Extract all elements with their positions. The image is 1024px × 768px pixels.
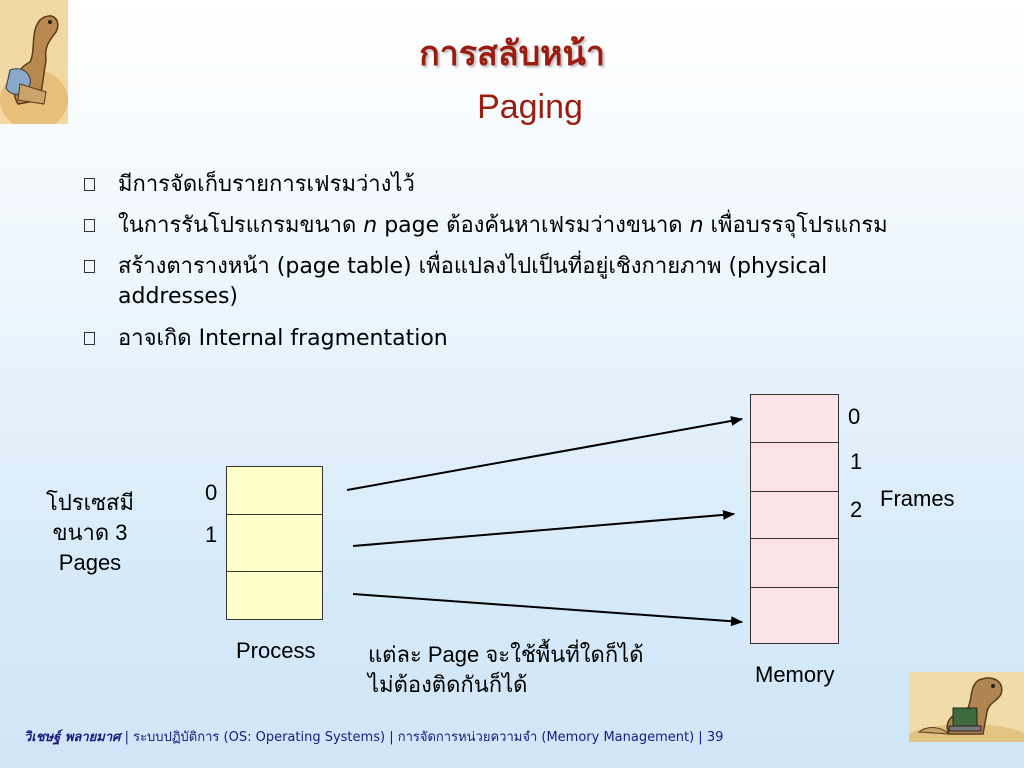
bullet-item: อาจเกิด Internal fragmentation bbox=[84, 324, 944, 354]
mapping-note: แต่ละ Page จะใช้พื้นที่ใดก็ได้ ไม่ต้องติ… bbox=[368, 640, 644, 700]
process-description: โปรเซสมี ขนาด 3 Pages bbox=[30, 488, 150, 578]
variable-n: n bbox=[689, 213, 704, 238]
square-bullet-icon bbox=[84, 170, 118, 200]
memory-frame-1 bbox=[750, 442, 839, 492]
frame-index: 0 bbox=[848, 404, 861, 429]
memory-frame-4 bbox=[750, 587, 839, 644]
process-description-line: ขนาด 3 bbox=[52, 520, 128, 545]
bullet-text-part: ในการรันโปรแกรมขนาด bbox=[118, 213, 364, 238]
memory-frame-0 bbox=[750, 394, 839, 443]
bullet-text: อาจเกิด Internal fragmentation bbox=[118, 326, 448, 351]
footer-separator: | bbox=[389, 730, 394, 745]
process-description-line: โปรเซสมี bbox=[46, 490, 134, 515]
memory-label: Memory bbox=[755, 662, 835, 687]
bullet-item: มีการจัดเก็บรายการเฟรมว่างไว้ bbox=[84, 170, 944, 200]
process-page-index: 1 bbox=[205, 522, 218, 547]
process-page-2 bbox=[226, 571, 323, 620]
memory-frame-3 bbox=[750, 538, 839, 588]
slide-title-thai: การสลับหน้า bbox=[419, 34, 605, 74]
arrow-page0-to-frame0 bbox=[346, 416, 743, 491]
arrow-page1-to-frame2 bbox=[352, 509, 735, 547]
process-description-line: Pages bbox=[58, 550, 122, 575]
mapping-note-line: แต่ละ Page จะใช้พื้นที่ใดก็ได้ bbox=[368, 642, 644, 667]
bullet-text-line: addresses) bbox=[118, 284, 239, 309]
bullet-text-part: page ต้องค้นหาเฟรมว่างขนาด bbox=[377, 213, 690, 238]
slide-title-english: Paging bbox=[477, 88, 583, 126]
bullet-text: มีการจัดเก็บรายการเฟรมว่างไว้ bbox=[118, 172, 415, 197]
bullet-text: สร้างตารางหน้า (page table) เพื่อแปลงไปเ… bbox=[118, 252, 944, 312]
square-bullet-icon bbox=[84, 211, 118, 241]
frame-index: 1 bbox=[850, 449, 863, 474]
square-bullet-icon bbox=[84, 252, 118, 312]
footer-separator: | bbox=[124, 730, 129, 745]
bullet-text-line: สร้างตารางหน้า (page table) เพื่อแปลงไปเ… bbox=[118, 254, 828, 279]
footer-separator: | bbox=[698, 730, 703, 745]
square-bullet-icon bbox=[84, 324, 118, 354]
bullet-text-part: เพื่อบรรจุโปรแกรม bbox=[703, 213, 888, 238]
process-label: Process bbox=[236, 638, 316, 663]
variable-n: n bbox=[363, 213, 378, 238]
memory-frame-2 bbox=[750, 491, 839, 539]
footer-topic: การจัดการหน่วยความจำ (Memory Management) bbox=[397, 730, 695, 745]
footer-course: ระบบปฏิบัติการ (OS: Operating Systems) bbox=[133, 730, 386, 745]
process-page-index: 0 bbox=[205, 480, 218, 505]
dinosaur-illustration-icon bbox=[0, 0, 68, 124]
dinosaur-laptop-illustration-icon bbox=[909, 672, 1024, 742]
bullet-item: ในการรันโปรแกรมขนาด n page ต้องค้นหาเฟรม… bbox=[84, 211, 944, 241]
footer-page-number: 39 bbox=[706, 730, 724, 745]
footer-author: วิเชษฐ์ พลายมาศ bbox=[24, 730, 121, 745]
bullet-item: สร้างตารางหน้า (page table) เพื่อแปลงไปเ… bbox=[84, 252, 944, 312]
slide-footer: วิเชษฐ์ พลายมาศ | ระบบปฏิบัติการ (OS: Op… bbox=[24, 726, 723, 747]
mapping-note-line: ไม่ต้องติดกันก็ได้ bbox=[368, 672, 528, 697]
frame-index: 2 bbox=[850, 497, 863, 522]
arrow-page2-to-frame4 bbox=[352, 593, 743, 627]
bullet-text: ในการรันโปรแกรมขนาด n page ต้องค้นหาเฟรม… bbox=[118, 211, 944, 241]
frames-label: Frames bbox=[880, 486, 955, 511]
